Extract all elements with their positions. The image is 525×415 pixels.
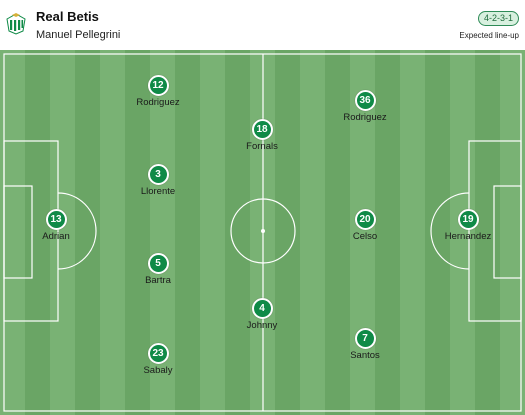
pitch-stripe: [225, 50, 250, 415]
player-name: Sabaly: [143, 365, 173, 376]
player-rodriguez-12[interactable]: 12 Rodriguez: [113, 75, 203, 108]
team-name: Real Betis: [36, 9, 99, 24]
left-penalty-arc: [57, 192, 97, 270]
player-name: Johnny: [246, 320, 278, 331]
pitch-stripe: [125, 50, 150, 415]
player-celso-20[interactable]: 20 Celso: [320, 209, 410, 242]
player-llorente-3[interactable]: 3 Llorente: [113, 164, 203, 197]
coach-name: Manuel Pellegrini: [36, 29, 121, 41]
team-header: Real Betis Manuel Pellegrini 4-2-3-1 Exp…: [0, 0, 525, 50]
player-number-badge: 20: [354, 209, 376, 230]
player-adrian-13[interactable]: 13 Adrian: [11, 209, 101, 242]
pitch-stripe: [475, 50, 500, 415]
pitch-stripe: [25, 50, 50, 415]
player-number-badge: 7: [354, 328, 376, 349]
player-name: Adrian: [42, 231, 70, 242]
player-number-badge: 13: [45, 209, 67, 230]
player-fornals-18[interactable]: 18 Fornals: [217, 119, 307, 152]
right-penalty-arc: [430, 192, 470, 270]
formation-badge: 4-2-3-1: [477, 11, 519, 26]
player-number-badge: 36: [354, 90, 376, 111]
player-name: Rodriguez: [343, 112, 387, 123]
pitch-stripe: [375, 50, 400, 415]
pitch-stripe: [275, 50, 300, 415]
player-bartra-5[interactable]: 5 Bartra: [113, 253, 203, 286]
betis-crest-icon: [6, 13, 26, 35]
pitch-markings: [0, 50, 525, 415]
player-santos-7[interactable]: 7 Santos: [320, 328, 410, 361]
player-rodriguez-36[interactable]: 36 Rodriguez: [320, 90, 410, 123]
player-name: Rodriguez: [136, 97, 180, 108]
left-goal-area: [3, 185, 33, 279]
player-name: Hernandez: [444, 231, 492, 242]
lineup-label: Expected line-up: [459, 31, 519, 40]
player-number-badge: 18: [251, 119, 273, 140]
player-name: Celso: [352, 231, 378, 242]
pitch-stripe: [425, 50, 450, 415]
centre-spot: [261, 229, 265, 233]
player-name: Fornals: [246, 141, 278, 152]
player-name: Bartra: [145, 275, 171, 286]
player-number-badge: 23: [147, 343, 169, 364]
player-johnny-4[interactable]: 4 Johnny: [217, 298, 307, 331]
player-name: Llorente: [140, 186, 176, 197]
player-number-badge: 12: [147, 75, 169, 96]
pitch-stripe: [175, 50, 200, 415]
pitch: 12 Rodriguez 3 Llorente 5 Bartra 23 Saba…: [0, 50, 525, 415]
player-number-badge: 5: [147, 253, 169, 274]
player-sabaly-23[interactable]: 23 Sabaly: [113, 343, 203, 376]
pitch-stripes: [25, 50, 500, 415]
player-number-badge: 3: [147, 164, 169, 185]
centre-circle: [230, 198, 296, 264]
player-number-badge: 19: [457, 209, 479, 230]
player-number-badge: 4: [251, 298, 273, 319]
player-hernandez-19[interactable]: 19 Hernandez: [423, 209, 513, 242]
right-goal-area: [493, 185, 522, 279]
pitch-stripe: [325, 50, 350, 415]
player-name: Santos: [350, 350, 380, 361]
